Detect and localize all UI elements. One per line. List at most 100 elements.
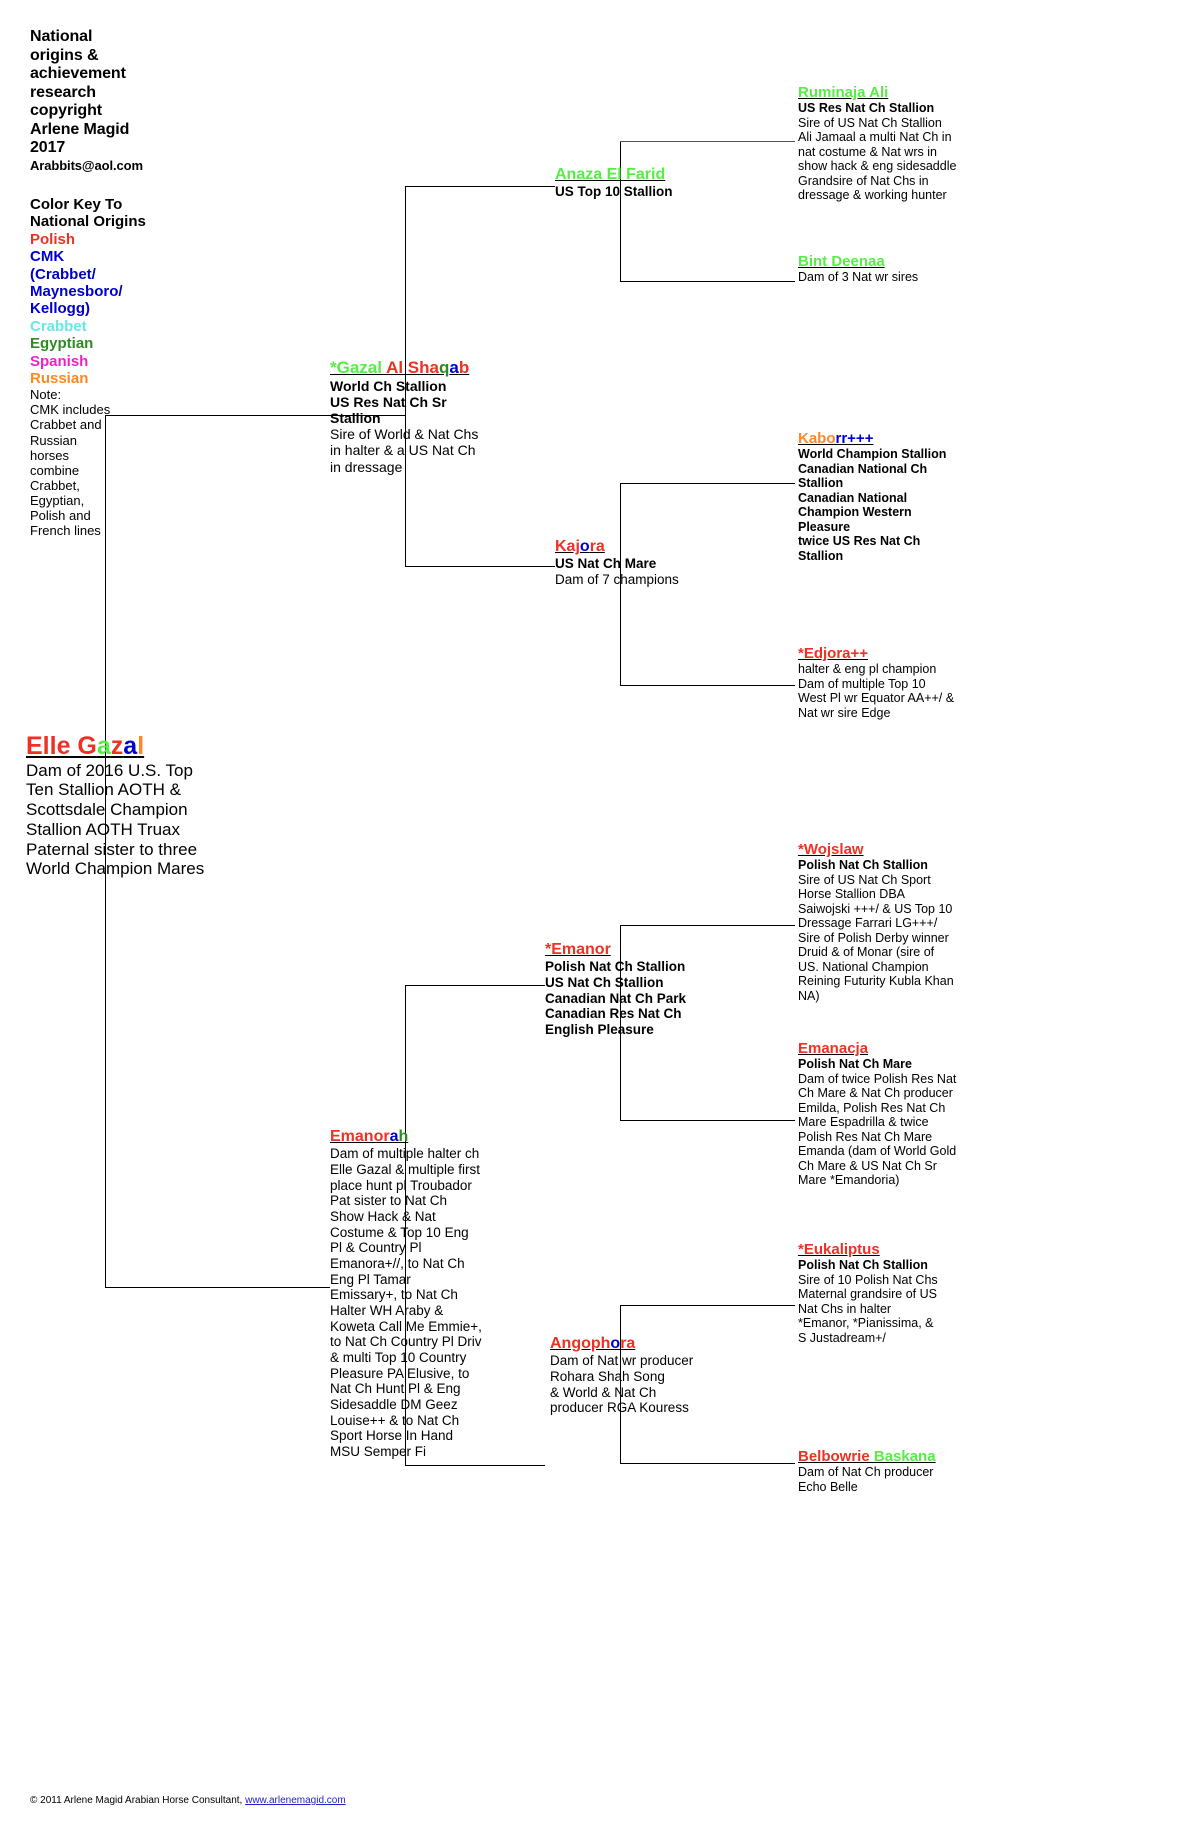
name-run: *Emanor [545, 941, 611, 958]
name-run: Kaj [555, 538, 580, 555]
node-detail-line: Paternal sister to three [26, 839, 198, 859]
node-detail-line: Stallion AOTH Truax [26, 819, 181, 839]
copyright-line: achievement [30, 65, 126, 83]
node-title-line: English Pleasure [545, 1022, 654, 1038]
node-sire-gazal-al-shaqab[interactable]: *Gazal Al Shaqab World Ch Stallion US Re… [330, 358, 515, 475]
node-detail-line: Sire of World & Nat Chs [330, 426, 479, 443]
node-detail-line: Nat Ch Hunt Pl & Eng [330, 1381, 461, 1397]
connector-sire [105, 415, 405, 416]
connector-dam-dam [405, 1465, 545, 1466]
node-name: Emanacja [798, 1040, 1013, 1057]
node-name: Ruminaja Ali [798, 84, 1013, 101]
node-detail-line: Reining Futurity Kubla Khan [798, 974, 954, 989]
node-title-line: Polish Nat Ch Stallion [798, 858, 928, 873]
node-edjora[interactable]: *Edjora++ halter & eng pl champion Dam o… [798, 645, 1013, 720]
node-detail-line: Dam of Nat wr producer [550, 1353, 694, 1369]
name-run: a [96, 732, 111, 760]
name-run: o [579, 538, 590, 555]
name-run: Al Sha [386, 358, 439, 377]
name-run: Baskana [873, 1448, 936, 1465]
node-detail-line: Pleasure PA Elusive, to [330, 1365, 470, 1381]
connector-sd-sire [620, 483, 795, 484]
node-detail-line: Sidesaddle DM Geez [330, 1396, 458, 1412]
node-title-line: US Res Nat Ch Sr [330, 393, 447, 410]
node-title-line: Stallion [330, 410, 381, 427]
name-run: l [137, 732, 145, 760]
node-title-line: Polish Nat Ch Stallion [545, 959, 686, 975]
color-key-note-line: horses [30, 447, 70, 463]
color-key-item-spanish: Spanish [30, 352, 89, 370]
connector-ss-sire [620, 141, 795, 142]
node-name: Angophora [550, 1335, 750, 1353]
node-detail-line: Dam of multiple halter ch [330, 1146, 480, 1162]
node-bint-deenaa[interactable]: Bint Deenaa Dam of 3 Nat wr sires [798, 253, 1013, 285]
node-eukaliptus[interactable]: *Eukaliptus Polish Nat Ch Stallion Sire … [798, 1241, 1013, 1345]
node-detail-line: Sire of US Nat Ch Stallion [798, 115, 942, 130]
node-emanor[interactable]: *Emanor Polish Nat Ch Stallion US Nat Ch… [545, 941, 745, 1038]
node-detail-line: Emilda, Polish Res Nat Ch [798, 1100, 946, 1115]
name-run: rr+++ [835, 430, 874, 447]
node-title-line: Canadian Nat Ch Park [545, 990, 687, 1006]
color-key-item-crabbet: Crabbet [30, 317, 87, 335]
node-title-line: World Ch Stallion [330, 377, 447, 394]
node-detail-line: Emanora+//, to Nat Ch [330, 1255, 465, 1271]
node-detail-line: Polish Res Nat Ch Mare [798, 1129, 933, 1144]
connector-dam-sire [405, 985, 545, 986]
node-detail-line: Emanda (dam of World Gold [798, 1144, 957, 1159]
node-subject-elle-gazal[interactable]: Elle Gazal Dam of 2016 U.S. Top Ten Stal… [26, 732, 241, 879]
node-ruminaja-ali[interactable]: Ruminaja Ali US Res Nat Ch Stallion Sire… [798, 84, 1013, 203]
node-title-line: US Res Nat Ch Stallion [798, 101, 935, 116]
copyright-line: origins & [30, 46, 99, 64]
node-detail-line: Horse Stallion DBA [798, 887, 905, 902]
node-angophora[interactable]: Angophora Dam of Nat wr producer Rohara … [550, 1335, 750, 1416]
connector-dam [105, 1287, 330, 1288]
node-name: Anaza El Farid [555, 166, 755, 184]
connector-ds-spine [620, 925, 621, 1120]
node-title-line: Stallion [798, 476, 844, 491]
name-run: h [398, 1128, 409, 1145]
node-title-line: Canadian National [798, 490, 908, 505]
name-run: *Eukaliptus [798, 1241, 880, 1258]
color-key: Color Key To National Origins Polish CMK… [30, 196, 190, 538]
node-belbowrie-baskana[interactable]: Belbowrie Baskana Dam of Nat Ch producer… [798, 1448, 1013, 1494]
node-kaborr[interactable]: Kaborr+++ World Champion Stallion Canadi… [798, 430, 1013, 563]
node-detail-line: in dressage [330, 458, 403, 475]
node-detail-line: Costume & Top 10 Eng [330, 1224, 469, 1240]
copyright-line: Arlene Magid [30, 120, 130, 138]
node-anaza-el-farid[interactable]: Anaza El Farid US Top 10 Stallion [555, 166, 755, 200]
color-key-note-line: Polish and [30, 507, 91, 523]
name-run: *Edjora++ [798, 645, 869, 662]
color-key-item-egyptian: Egyptian [30, 335, 94, 353]
node-kajora[interactable]: Kajora US Nat Ch Mare Dam of 7 champions [555, 538, 755, 588]
node-title-line: US Nat Ch Mare [555, 556, 657, 572]
node-emanacja[interactable]: Emanacja Polish Nat Ch Mare Dam of twice… [798, 1040, 1013, 1188]
name-run: Elle G [26, 732, 97, 760]
contact-email: Arabbits@aol.com [30, 157, 143, 173]
footer-website-link[interactable]: www.arlenemagid.com [245, 1795, 346, 1806]
color-key-item-russian: Russian [30, 369, 89, 387]
color-key-note-line: Crabbet and [30, 417, 102, 433]
color-key-note-line: French lines [30, 523, 101, 538]
node-title-line: US Nat Ch Stallion [545, 975, 664, 991]
color-key-title-line: National Origins [30, 213, 146, 231]
color-key-note-line: Russian [30, 432, 77, 448]
connector-sd-dam [620, 685, 795, 686]
node-wojslaw[interactable]: *Wojslaw Polish Nat Ch Stallion Sire of … [798, 841, 1013, 1003]
node-detail-line: Koweta Call Me Emmie+, [330, 1318, 482, 1334]
node-detail-line: dressage & working hunter [798, 188, 947, 203]
connector-subject-spine [105, 415, 106, 1287]
node-name: *Eukaliptus [798, 1241, 1013, 1258]
node-title-line: twice US Res Nat Ch [798, 534, 921, 549]
node-title-line: Polish Nat Ch Mare [798, 1057, 912, 1072]
node-name: Emanorah [330, 1128, 505, 1146]
color-key-note-line: CMK includes [30, 402, 111, 418]
node-name: Belbowrie Baskana [798, 1448, 1013, 1465]
node-detail-line: Dam of 2016 U.S. Top [26, 760, 193, 780]
node-detail-line: Dam of Nat Ch producer [798, 1465, 934, 1480]
node-detail-line: Mare Espadrilla & twice [798, 1115, 929, 1130]
connector-sire-dam [405, 566, 555, 567]
node-detail-line: Sire of 10 Polish Nat Chs [798, 1272, 938, 1287]
node-detail-line: Dam of twice Polish Res Nat [798, 1071, 957, 1086]
node-dam-emanorah[interactable]: Emanorah Dam of multiple halter ch Elle … [330, 1128, 505, 1460]
